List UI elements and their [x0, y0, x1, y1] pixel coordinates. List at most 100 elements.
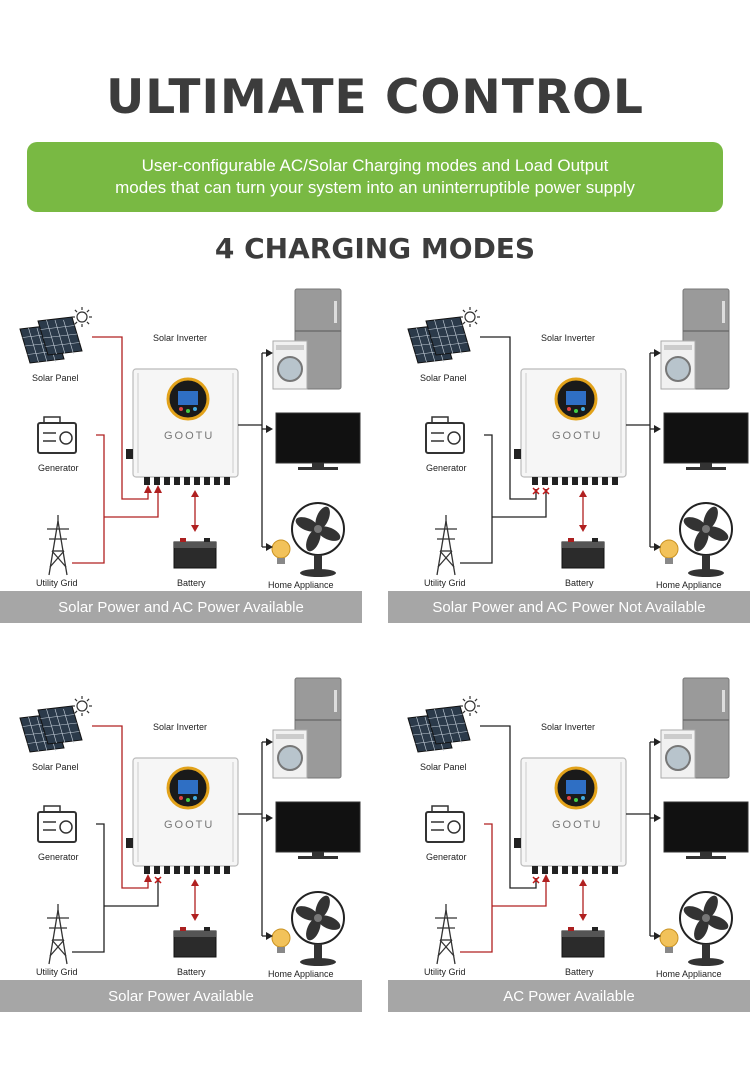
tower-brace: [51, 550, 67, 568]
tv-neck: [700, 463, 712, 467]
fan-base: [688, 958, 724, 966]
bulb-glass: [271, 539, 291, 559]
brand-label: GOOTU: [164, 430, 215, 442]
washing-machine-icon: [272, 340, 308, 390]
solar-arrow-head: [144, 874, 152, 882]
led-indicator: [179, 796, 183, 800]
washer-panel: [276, 734, 304, 739]
solar-cell-line: [54, 708, 66, 744]
solar-cell-line: [428, 714, 463, 719]
brand-label: GOOTU: [552, 819, 603, 831]
tv-stand: [298, 856, 338, 859]
washer-drum: [665, 356, 691, 382]
fan-base: [688, 569, 724, 577]
washer-panel: [276, 345, 304, 350]
ac-input-line: [104, 878, 159, 907]
solar-panel-icon: [407, 316, 471, 364]
ac-arrow-head: [154, 485, 162, 493]
solar-panel-icon: [407, 705, 471, 753]
solar-cell-line: [63, 708, 74, 744]
fan-hub: [702, 914, 710, 922]
generator-dial: [447, 431, 461, 445]
banner-line-1: User-configurable AC/Solar Charging mode…: [141, 156, 609, 175]
battery-label: Battery: [565, 578, 594, 588]
inverter-terminal: [214, 477, 220, 485]
fan-blade: [705, 526, 729, 541]
sun-core: [76, 311, 88, 323]
solar-panel-icon: [19, 316, 83, 364]
led-indicator: [567, 796, 571, 800]
inverter-screen: [178, 780, 198, 794]
inverter-terminal: [542, 866, 548, 874]
bulb-base: [665, 947, 673, 953]
television-icon: [663, 801, 749, 859]
generator-handle: [431, 805, 449, 813]
inverter-terminal: [582, 477, 588, 485]
fan-blade: [694, 917, 709, 941]
inverter-terminal: [562, 866, 568, 874]
solar-inverter-icon: [126, 757, 239, 874]
inverter-terminal: [572, 477, 578, 485]
tv-screen: [663, 412, 749, 464]
sun-ray: [474, 309, 478, 313]
tv-neck: [312, 463, 324, 467]
ac-source-line: [72, 823, 105, 953]
generator-label: Generator: [426, 463, 467, 473]
utility-grid-label: Utility Grid: [424, 578, 466, 588]
mode-panel-3: Solar Panel Solar Inverter Generator Uti…: [0, 674, 362, 1019]
fan-stand: [314, 555, 322, 571]
washer-drum: [277, 745, 303, 771]
solar-cell-line: [45, 731, 80, 736]
sun-ray: [462, 309, 466, 313]
arrow-head: [191, 914, 199, 921]
fan-blade: [306, 917, 321, 941]
brand-label: GOOTU: [164, 819, 215, 831]
home-appliance-label: Home Appliance: [656, 580, 722, 590]
generator-body: [37, 811, 77, 843]
inverter-terminal: [552, 866, 558, 874]
arrow-head: [266, 425, 273, 433]
mode-caption: Solar Power Available: [0, 980, 362, 1012]
fan-blade: [317, 915, 341, 930]
inverter-terminal: [552, 477, 558, 485]
banner-line-2: modes that can turn your system into an …: [115, 178, 635, 197]
light-bulb-icon: [659, 539, 679, 564]
led-indicator: [574, 409, 578, 413]
solar-cell-line: [451, 708, 462, 744]
television-icon: [275, 801, 361, 859]
fridge-handle: [722, 301, 725, 323]
fan-blade: [705, 915, 729, 930]
solar-cell-line: [40, 714, 75, 719]
bulb-base: [665, 558, 673, 564]
inverter-terminal: [184, 866, 190, 874]
inverter-terminal: [174, 866, 180, 874]
light-bulb-icon: [659, 928, 679, 953]
utility-grid-icon: [47, 904, 69, 965]
light-bulb-icon: [271, 928, 291, 953]
mode-diagram: [407, 288, 749, 577]
battery-top: [562, 931, 604, 937]
inverter-terminal: [592, 866, 598, 874]
fan-hub: [314, 914, 322, 922]
washer-drum: [665, 745, 691, 771]
arrow-head: [654, 425, 661, 433]
arrow-head: [654, 814, 661, 822]
generator-icon: [425, 416, 465, 454]
sun-icon: [72, 696, 92, 716]
inverter-terminal: [144, 477, 150, 485]
sun-ray: [74, 698, 78, 702]
arrow-head: [266, 814, 273, 822]
sun-core: [464, 311, 476, 323]
inverter-side-port: [126, 449, 133, 459]
tv-neck: [700, 852, 712, 856]
ac-arrow-head: [542, 874, 550, 882]
sun-ray: [462, 321, 466, 325]
generator-body: [425, 422, 465, 454]
led-indicator: [186, 798, 190, 802]
sun-ray: [462, 698, 466, 702]
battery-label: Battery: [177, 578, 206, 588]
inverter-terminal: [204, 866, 210, 874]
solar-cell-line: [42, 722, 78, 728]
arrow-head: [654, 543, 661, 551]
solar-blocked-mark: [532, 876, 540, 884]
